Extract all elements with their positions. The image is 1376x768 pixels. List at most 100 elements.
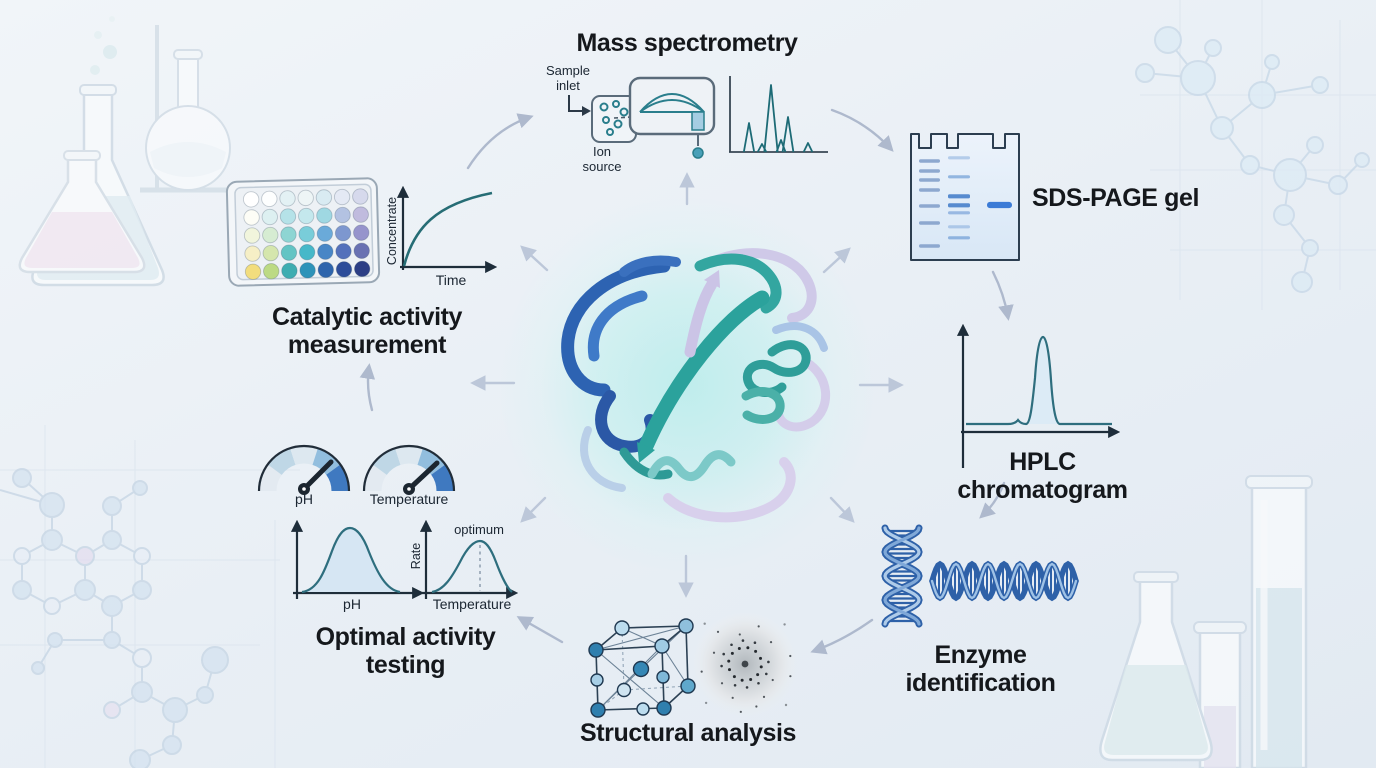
temperature-gauge <box>362 444 456 495</box>
diffraction-dot <box>789 675 792 678</box>
microplate-well <box>243 209 260 226</box>
diffraction-dot <box>749 678 753 682</box>
crystal-lattice <box>588 618 696 718</box>
arrow-sdspage-to-hplc <box>991 270 1014 321</box>
diffraction-dot <box>704 701 708 705</box>
temperature-activity-plot <box>419 519 519 600</box>
diffraction-dot <box>731 696 734 699</box>
diffraction-dot <box>740 678 744 682</box>
protein-ribbon <box>561 248 830 523</box>
gel-sample-band <box>948 236 970 240</box>
gel-sample-band <box>948 211 970 215</box>
diffraction-dot <box>784 703 788 707</box>
microplate-well <box>243 227 261 244</box>
microplate-well <box>279 208 297 225</box>
structural-title: Structural analysis <box>579 719 797 747</box>
diffraction-dot <box>754 649 758 653</box>
microplate <box>225 177 381 287</box>
spectrum-peak <box>802 142 814 153</box>
microplate-well <box>297 189 314 207</box>
arrow-center-up-right <box>822 247 851 274</box>
diffraction-dot <box>789 654 792 658</box>
mass-spec-apparatus <box>568 76 716 159</box>
diffraction-dot <box>762 695 766 699</box>
arrow-hplc-to-enzymeid <box>979 481 1006 519</box>
gel-sample-band <box>948 225 970 229</box>
bg-molecules-top-right <box>1135 26 1370 293</box>
diffraction-dot <box>730 651 734 655</box>
dna-strand <box>929 560 1079 602</box>
hplc-plot <box>956 323 1121 468</box>
microplate-well <box>315 189 333 206</box>
ph-gauge-label: pH <box>295 491 313 507</box>
diffraction-dot <box>759 656 763 660</box>
diffraction-dot <box>783 623 786 626</box>
diffraction-dot <box>741 639 745 642</box>
bg-molecules-bottom-left <box>0 468 229 768</box>
dna-strand-highlight <box>883 526 921 626</box>
microplate-well <box>316 225 334 242</box>
diffraction-dot <box>746 646 750 650</box>
arrow-catalytic-to-massspec <box>466 113 534 170</box>
temperature-gauge-label: Temperature <box>369 491 449 507</box>
erlenmeyer-flask-pink <box>18 150 146 274</box>
diffraction-dot <box>727 668 731 672</box>
spectrum-peak <box>742 122 756 153</box>
ph-curve-xlabel: pH <box>343 596 361 612</box>
microplate-well <box>298 207 315 225</box>
diffraction-dot <box>769 641 773 644</box>
diffraction-dot <box>757 625 760 628</box>
sds-page-gel <box>910 133 1020 261</box>
diffraction-dot <box>737 646 741 650</box>
microplate-well <box>280 226 297 243</box>
microplate-well <box>244 245 261 262</box>
ph-activity-plot <box>290 519 425 600</box>
diffraction-dot <box>767 660 770 664</box>
diffraction-dot <box>703 622 706 625</box>
microplate-well <box>333 188 351 206</box>
arrow-enzymeid-to-structural <box>810 618 874 655</box>
diffraction-dot <box>716 630 720 633</box>
gel-ladder-band <box>919 169 940 173</box>
temperature-curve-xlabel: Temperature <box>432 596 512 612</box>
graduated-cylinder <box>1245 475 1313 768</box>
bg-erlenmeyer-flask <box>1099 571 1213 762</box>
bg-glassware-left <box>18 16 232 287</box>
microplate-well <box>352 188 369 205</box>
diffraction-dot <box>722 652 726 656</box>
gel-ladder-band <box>919 188 940 192</box>
diffraction-dot <box>733 683 737 687</box>
microplate-well <box>281 262 298 279</box>
diffraction-dot <box>757 681 760 685</box>
microplate-well <box>317 261 334 278</box>
flow-arrows <box>359 108 1014 655</box>
diffraction-dot <box>730 643 733 647</box>
gel-sample-band <box>948 175 970 179</box>
hplc-title: HPLC chromatogram <box>957 448 1128 504</box>
diffraction-dot <box>753 641 757 645</box>
arrow-center-up-left <box>520 245 549 272</box>
dna-strand-highlight <box>930 562 1078 600</box>
microplate-well <box>244 263 262 280</box>
mass-spectrum-plot <box>729 76 828 153</box>
gel-sample-band <box>948 194 970 199</box>
gel-sample-band <box>948 156 970 160</box>
arrow-center-down-right <box>829 496 855 523</box>
spectrum-peak <box>781 116 795 153</box>
microplate-well <box>335 243 352 260</box>
xray-diffraction-pattern <box>693 612 797 716</box>
microplate-well <box>335 261 353 278</box>
diffraction-dot <box>738 633 741 636</box>
microplate-well <box>280 244 298 261</box>
kinetics-curve <box>402 191 493 267</box>
optimal-title: Optimal activity testing <box>315 623 496 679</box>
arrow-center-down-left <box>520 496 547 523</box>
microplate-well <box>298 244 316 261</box>
diffraction-dot <box>755 705 758 708</box>
gel-ladder-band <box>919 178 940 182</box>
microplate-well <box>354 260 371 278</box>
hplc-peak <box>966 335 1112 426</box>
time-axis-label: Time <box>435 272 467 288</box>
arrow-optimal-to-catalytic <box>359 363 376 412</box>
